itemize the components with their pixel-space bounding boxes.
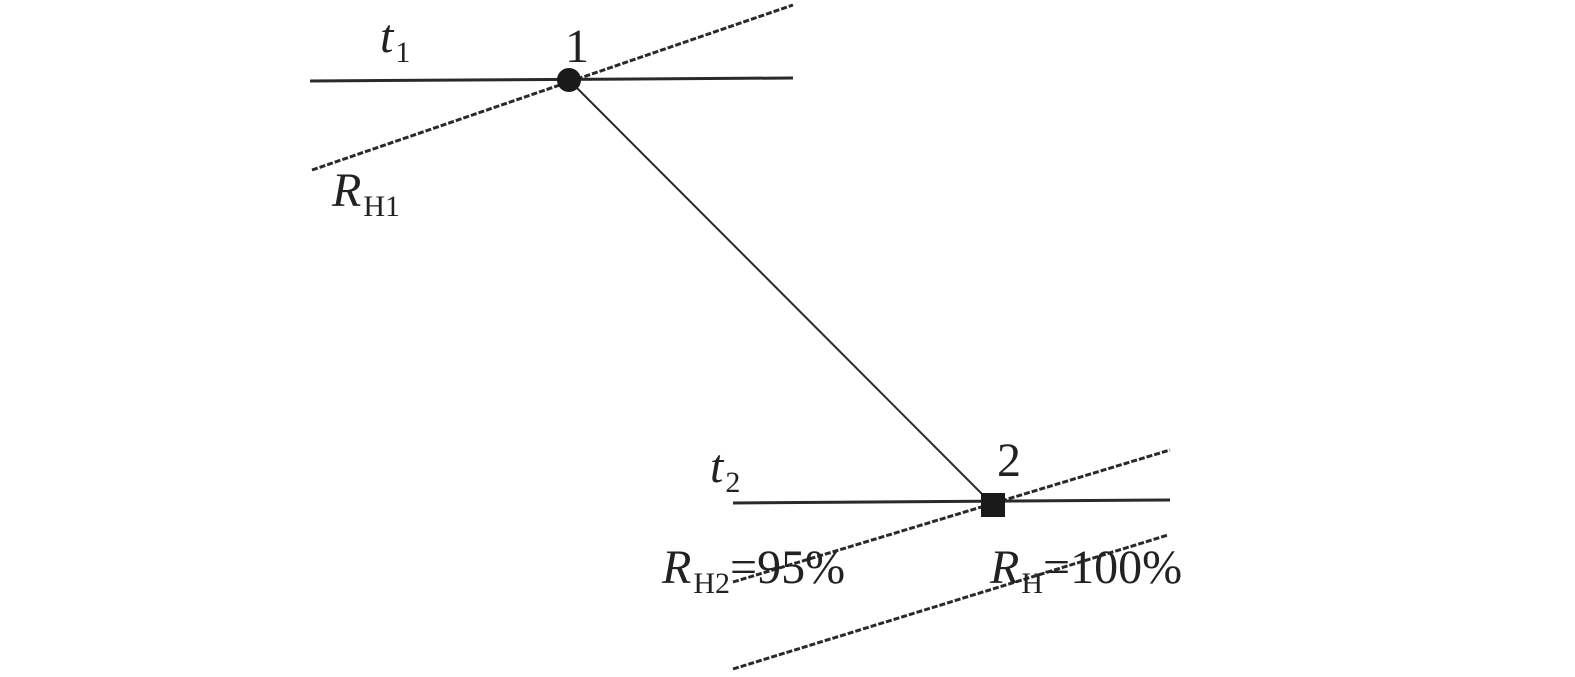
isotherm-t1-line: [309, 76, 794, 83]
rh2-label: RH2=95%: [661, 541, 845, 600]
state-point-1: [557, 68, 581, 92]
rh1-label-main: R: [331, 164, 361, 217]
t2-label-main: t: [710, 440, 725, 493]
state-point-2: [981, 493, 1005, 517]
rh2-label-sub: H2: [693, 567, 730, 600]
t2-label-sub: 2: [725, 466, 740, 499]
point-2-label: 2: [997, 434, 1021, 487]
process-line: [568, 79, 994, 506]
t1-label: t1: [380, 10, 410, 69]
rh2-label-value: =95%: [730, 541, 845, 594]
point-1-label: 1: [565, 20, 589, 73]
rh1-label-sub: H1: [363, 190, 400, 223]
rh-saturation-label-sub: H: [1021, 567, 1043, 600]
rh1-curve: [311, 3, 794, 172]
isotherm-t2-line: [732, 498, 1171, 505]
t2-label: t2: [710, 440, 740, 499]
saturation-curve: [732, 533, 1169, 671]
rh1-label: RH1: [331, 164, 400, 223]
rh2-label-main: R: [661, 541, 691, 594]
rh2-curve: [732, 448, 1171, 584]
rh-saturation-label-main: R: [989, 541, 1019, 594]
t1-label-main: t: [380, 10, 395, 63]
rh-saturation-label-value: =100%: [1043, 541, 1182, 594]
rh-saturation-label: RH=100%: [989, 541, 1182, 600]
t1-label-sub: 1: [395, 36, 410, 69]
